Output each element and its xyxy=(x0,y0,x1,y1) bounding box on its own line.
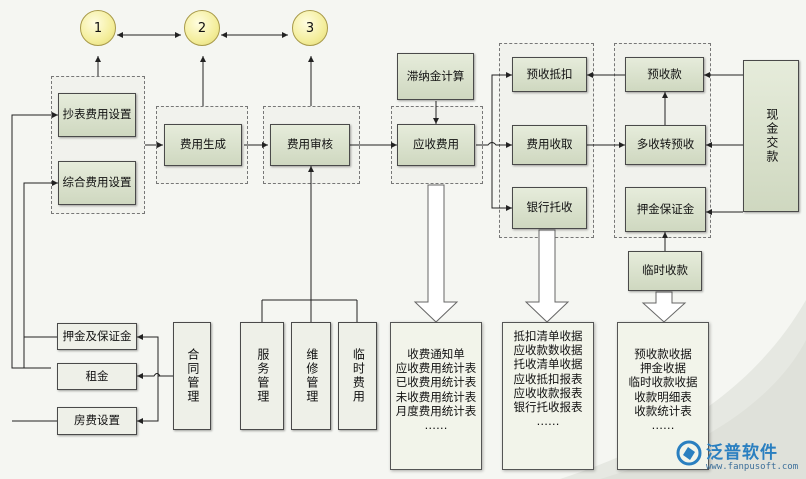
prepay-reports-panel: 预收款收据 押金收据 临时收款收据 收款明细表 收款统计表 …… xyxy=(617,322,709,470)
receivable-fees-box[interactable]: 应收费用 xyxy=(397,124,475,166)
brand-url: www.fanpusoft.com xyxy=(706,462,799,472)
report-line: 未收费用统计表 xyxy=(395,389,477,404)
report-line: 收款统计表 xyxy=(634,403,692,418)
report-line: 收费通知单 xyxy=(407,347,465,361)
report-line: 预收款收据 xyxy=(634,347,692,361)
service-mgmt-box[interactable]: 服务管理 xyxy=(240,322,284,430)
collection-reports-panel: 抵扣清单收据 应收款数收据 托收清单收据 应收抵扣报表 应收收款报表 银行托收报… xyxy=(502,322,594,470)
deposit-box[interactable]: 押金保证金 xyxy=(625,187,706,232)
report-line: 应收款数收据 xyxy=(513,343,583,358)
report-line: 托收清单收据 xyxy=(513,357,583,372)
temp-fees-box[interactable]: 临时费用 xyxy=(338,322,377,430)
late-fee-calc-box[interactable]: 滞纳金计算 xyxy=(397,53,474,100)
fee-review-box[interactable]: 费用审核 xyxy=(270,124,350,166)
brand-name: 泛普软件 xyxy=(706,443,778,463)
report-line: 临时收款收据 xyxy=(628,375,698,390)
fee-collection-box[interactable]: 费用收取 xyxy=(512,125,587,165)
overpay-to-prepay-box[interactable]: 多收转预收 xyxy=(625,125,706,165)
meter-fee-settings-box[interactable]: 抄表费用设置 xyxy=(58,93,136,137)
report-line: …… xyxy=(651,418,675,433)
prepay-offset-box[interactable]: 预收抵扣 xyxy=(512,57,587,92)
rent-box[interactable]: 租金 xyxy=(57,363,137,390)
report-line: 已收费用统计表 xyxy=(395,375,477,390)
report-line: 应收收款报表 xyxy=(513,385,583,400)
report-line: …… xyxy=(424,418,448,433)
report-line: 月度费用统计表 xyxy=(395,403,477,418)
report-line: 银行托收报表 xyxy=(513,400,583,415)
combined-fee-settings-box[interactable]: 综合费用设置 xyxy=(58,161,136,205)
step-3-circle: 3 xyxy=(292,10,328,46)
fee-generation-box[interactable]: 费用生成 xyxy=(164,124,242,166)
report-line: 抵扣清单收据 xyxy=(513,329,583,343)
report-line: 押金收据 xyxy=(640,361,686,376)
contract-mgmt-box[interactable]: 合同管理 xyxy=(173,322,211,430)
room-fee-settings-box[interactable]: 房费设置 xyxy=(57,407,137,435)
report-line: 应收费用统计表 xyxy=(395,361,477,376)
receivable-reports-panel: 收费通知单 应收费用统计表 已收费用统计表 未收费用统计表 月度费用统计表 …… xyxy=(390,322,482,470)
prepayment-box[interactable]: 预收款 xyxy=(625,57,704,92)
fanpu-logo: 泛普软件 www.fanpusoft.com xyxy=(676,436,804,476)
step-1-circle: 1 xyxy=(80,10,116,46)
deposit-settings-box[interactable]: 押金及保证金 xyxy=(57,323,137,350)
report-line: 收款明细表 xyxy=(634,389,692,404)
fanpu-logo-icon xyxy=(676,440,702,466)
report-line: …… xyxy=(536,414,560,429)
report-line: 应收抵扣报表 xyxy=(513,371,583,386)
step-2-circle: 2 xyxy=(184,10,220,46)
cash-payment-box[interactable]: 现金交款 xyxy=(743,60,799,212)
repair-mgmt-box[interactable]: 维修管理 xyxy=(291,322,331,430)
temp-collection-box[interactable]: 临时收款 xyxy=(628,251,702,291)
bank-collection-box[interactable]: 银行托收 xyxy=(512,187,587,229)
